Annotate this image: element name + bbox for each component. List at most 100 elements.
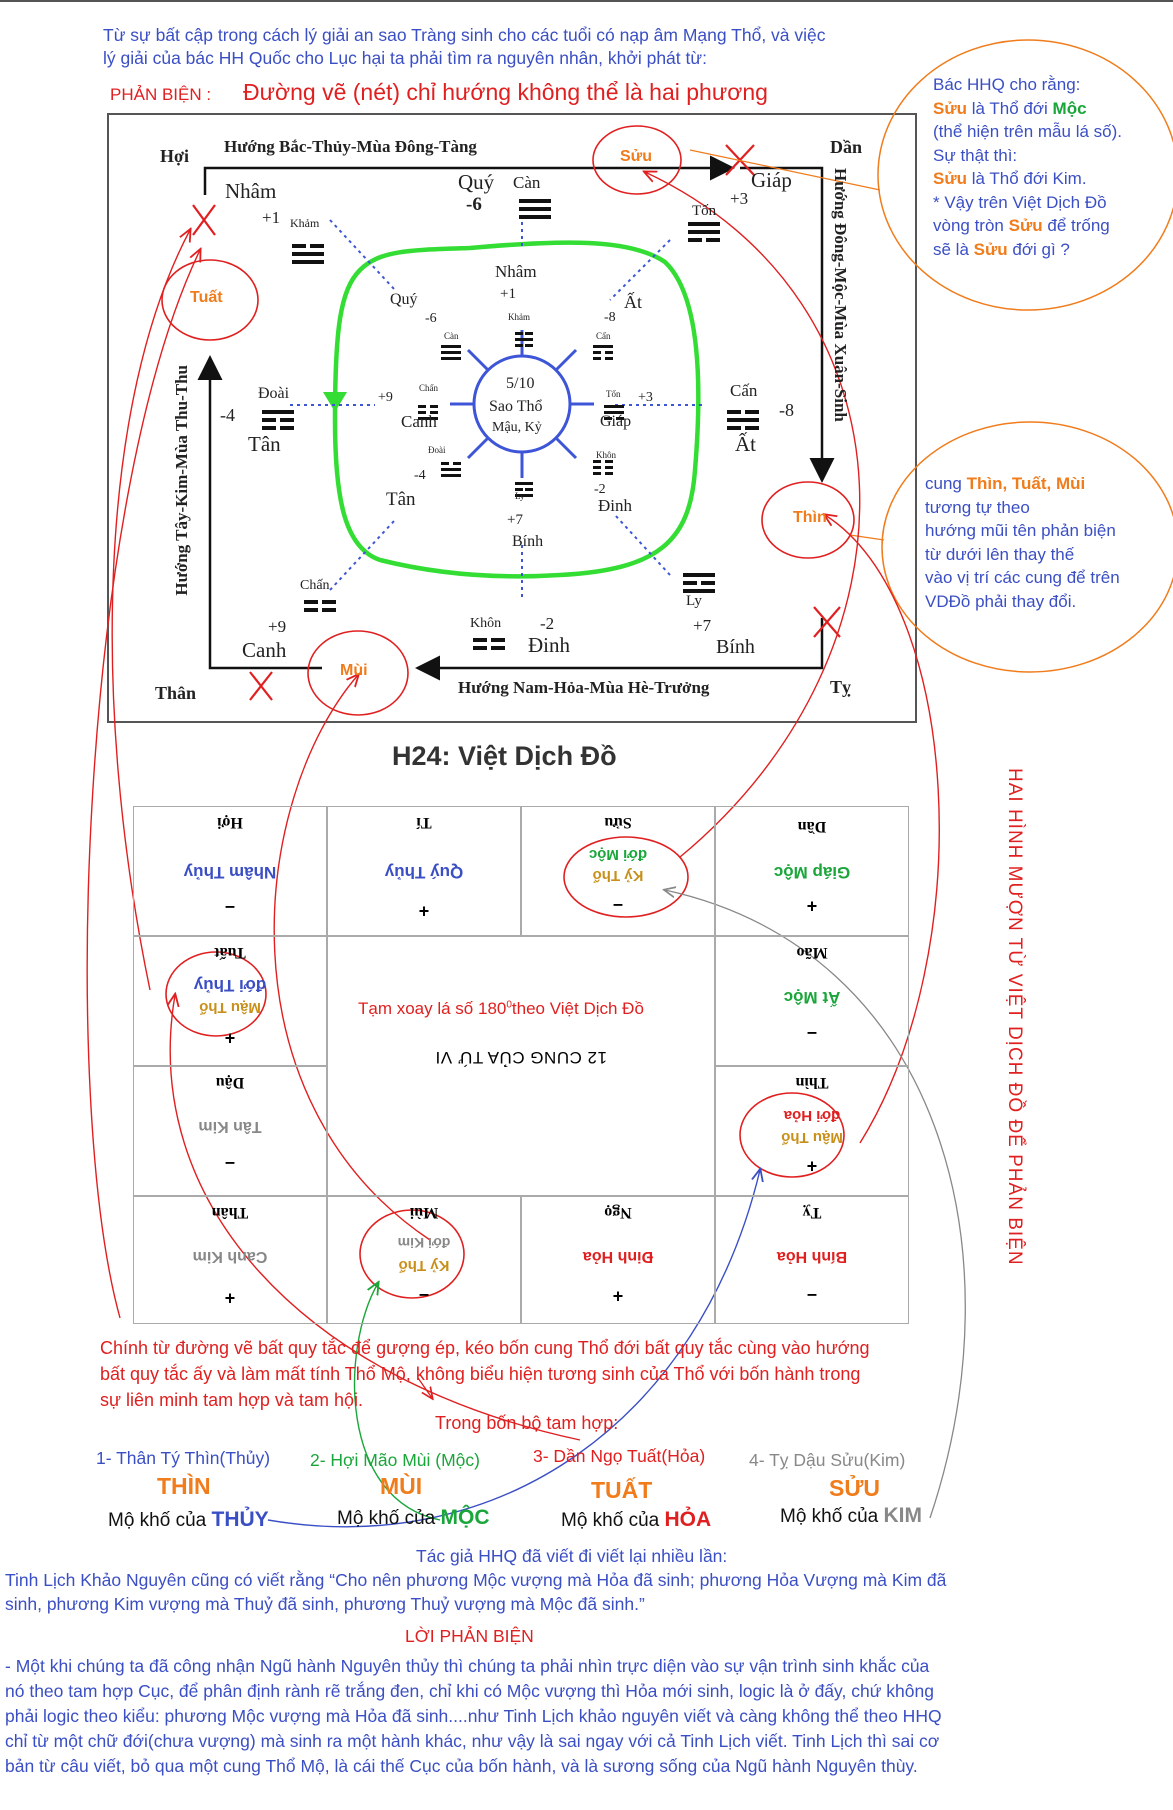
triad-2-element: MỘC (440, 1506, 490, 1529)
bubble1-trong: để trống (1042, 216, 1110, 235)
bubble1-kim: là Thổ đới Kim. (967, 169, 1087, 188)
bubble1-line1: Bác HHQ cho rằng: (933, 75, 1081, 94)
inner-giap-num: +3 (638, 390, 653, 405)
outer-dinh-num: -2 (540, 614, 555, 633)
argument-paragraph: Chính từ đường vẽ bất quy tắc để gượng é… (100, 1335, 980, 1413)
outer-can: Càn (513, 173, 541, 192)
cell-suu-sign: – (613, 896, 624, 916)
cell-mao-sign: – (807, 1024, 818, 1044)
cell-suu-name: Sửu (604, 814, 632, 831)
cell-tuat-doi: đới Thủy (193, 976, 267, 995)
cell-dau: Dậu Tân Kim – (133, 1066, 327, 1196)
bubble1-moc: Mộc (1052, 98, 1087, 118)
inner-dinh: Đinh (598, 496, 632, 515)
inner-dinh-num: -2 (594, 482, 606, 497)
bubble-suu-note: Bác HHQ cho rằng: Sửu là Thổ đới Mộc (th… (933, 73, 1122, 261)
inner-giap: Giáp (600, 413, 632, 430)
cell-ti-sign: + (418, 901, 430, 921)
cell-mui-tho: Kỷ Thổ (398, 1257, 450, 1274)
intro-line-2: lý giải của bác HH Quốc cho Lục hại ta p… (103, 48, 707, 68)
center-note-text: Tạm xoay lá số 180 (358, 999, 507, 1018)
intro-line-1: Từ sự bất cập trong cách lý giải an sao … (103, 25, 826, 45)
outer-doai-num: -4 (220, 405, 235, 425)
cell-hoi-sign: – (225, 898, 236, 918)
inner-khan: Khảm (508, 312, 530, 322)
bubble1-line3: (thể hiện trên mẫu lá số). (933, 122, 1122, 141)
bubble2-line4: từ dưới lên thay thế (925, 544, 1075, 564)
inner-can: Càn (444, 331, 459, 341)
center-rotate-note: Tạm xoay lá số 1800theo Việt Dịch Đồ (358, 999, 644, 1019)
triad-4-name: 4- Tỵ Dậu Sửu(Kim) (749, 1450, 906, 1470)
final-line4: chỉ từ một chữ đới(chưa vượng) mà sinh r… (5, 1731, 940, 1751)
bubble-thin-note: cung Thìn, Tuất, Mùi tương tự theo hướng… (925, 472, 1120, 613)
bubble1-line7: vòng tròn Sửu để trống (933, 214, 1122, 238)
outer-ly: Ly (686, 593, 702, 609)
bubble1-se-la: sẽ là (933, 239, 974, 259)
inner-ly: Ly (515, 491, 525, 501)
inner-nham: Nhâm (495, 262, 537, 281)
inner-canh: Canh (401, 412, 437, 431)
quote-line2: sinh, phương Kim vượng mà Thuỷ đã sinh, … (5, 1594, 645, 1614)
bubble2-line2: tương tự theo (925, 497, 1030, 517)
cell-ty-sign: – (807, 1286, 818, 1306)
final-line3: phải logic theo kiểu: phương Mộc vượng m… (5, 1706, 942, 1726)
triad-2-big: MÙI (380, 1473, 423, 1499)
triad-4-mo-text: Mộ khố của (780, 1506, 884, 1527)
center-mau-ky: Mậu, Kỷ (492, 420, 542, 435)
triad-4-mo: Mộ khố của KIM (780, 1504, 922, 1528)
inner-tan: Tân (386, 489, 416, 510)
triad-2-name: 2- Hợi Mão Mùi (Mộc) (310, 1450, 480, 1470)
red-circles (161, 125, 855, 1299)
outer-nham: Nhâm (225, 179, 277, 203)
outer-doai: Đoài (258, 385, 290, 402)
direction-bottom: Hướng Nam-Hỏa-Mùa Hè-Trưởng (458, 678, 710, 697)
cell-tuat-tho: Mậu Thổ (199, 999, 261, 1016)
cell-than-sign: + (224, 1288, 236, 1308)
green-loop-arrow (323, 392, 347, 412)
outer-chan: Chấn (300, 578, 330, 593)
outer-giap: Giáp (751, 168, 792, 192)
bubble1-line6: * Vậy trên Việt Dịch Đồ (933, 192, 1107, 212)
cell-ngo: Ngọ Đinh Hỏa + (521, 1196, 715, 1324)
cell-suu-tho: Kỷ Thổ (592, 867, 644, 884)
cell-tuat: Tuất đới Thủy Mậu Thổ + (133, 936, 327, 1066)
inner-binh: Bính (512, 533, 544, 550)
cell-ti-element: Quý Thủy (384, 863, 464, 882)
cell-tuat-name: Tuất (214, 944, 246, 961)
bubble1-text: là Thổ đới (967, 98, 1053, 118)
tam-hop-heading: Trong bốn bộ tam hợp: (435, 1413, 619, 1433)
outer-khon: Khôn (470, 616, 502, 631)
outer-canh-num: +9 (268, 617, 287, 636)
corner-dan: Dần (830, 137, 863, 157)
cell-suu: Sửu đới Mộc Kỷ Thổ – (521, 806, 715, 936)
cell-mui-sign: – (419, 1286, 430, 1306)
cell-mui-doi: đới Kim (397, 1235, 451, 1251)
orange-bubbles (877, 39, 1173, 673)
center-sao-tho: Sao Thổ (489, 398, 543, 415)
cell-dan-sign: + (806, 896, 818, 916)
phan-bien-title: Đường vẽ (nét) chỉ hướng không thể là ha… (243, 79, 768, 105)
final-argument: - Một khi chúng ta đã công nhận Ngũ hành… (5, 1654, 1075, 1779)
final-line1: - Một khi chúng ta đã công nhận Ngũ hành… (5, 1656, 930, 1676)
final-line5: bản từ câu viết, bỏ qua một cung Thổ Mộ,… (5, 1756, 918, 1776)
cell-dan: Dần Giáp Mộc + (715, 806, 909, 936)
outer-dinh: Đinh (528, 633, 570, 657)
trigrams (262, 199, 759, 650)
corner-than: Thân (155, 683, 197, 703)
outer-ton: Tốn (692, 203, 717, 219)
outer-can2-num: -8 (779, 400, 794, 420)
inner-binh-num: +7 (507, 512, 523, 528)
circle-suu-label: Sửu (620, 148, 653, 165)
direction-top: Hướng Bắc-Thủy-Mùa Đông-Tàng (224, 137, 477, 156)
inner-at: Ất (624, 292, 642, 312)
circle-thin-label: Thìn (793, 509, 827, 526)
author-note: Tác giả HHQ đã viết đi viết lại nhiều lầ… (416, 1546, 728, 1566)
cell-ty-element: Bính Hỏa (776, 1248, 848, 1265)
inner-chan: Chấn (419, 383, 438, 393)
cell-hoi: Hợi Nhâm Thủy – (133, 806, 327, 936)
gray-connector (665, 890, 966, 1519)
cell-ty: Tỵ Bính Hỏa – (715, 1196, 909, 1324)
phan-bien-label: PHẢN BIỆN : (110, 85, 212, 104)
bubble1-line8: sẽ là Sửu đới gì ? (933, 238, 1122, 262)
cell-mui-name: Mùi (409, 1204, 439, 1221)
